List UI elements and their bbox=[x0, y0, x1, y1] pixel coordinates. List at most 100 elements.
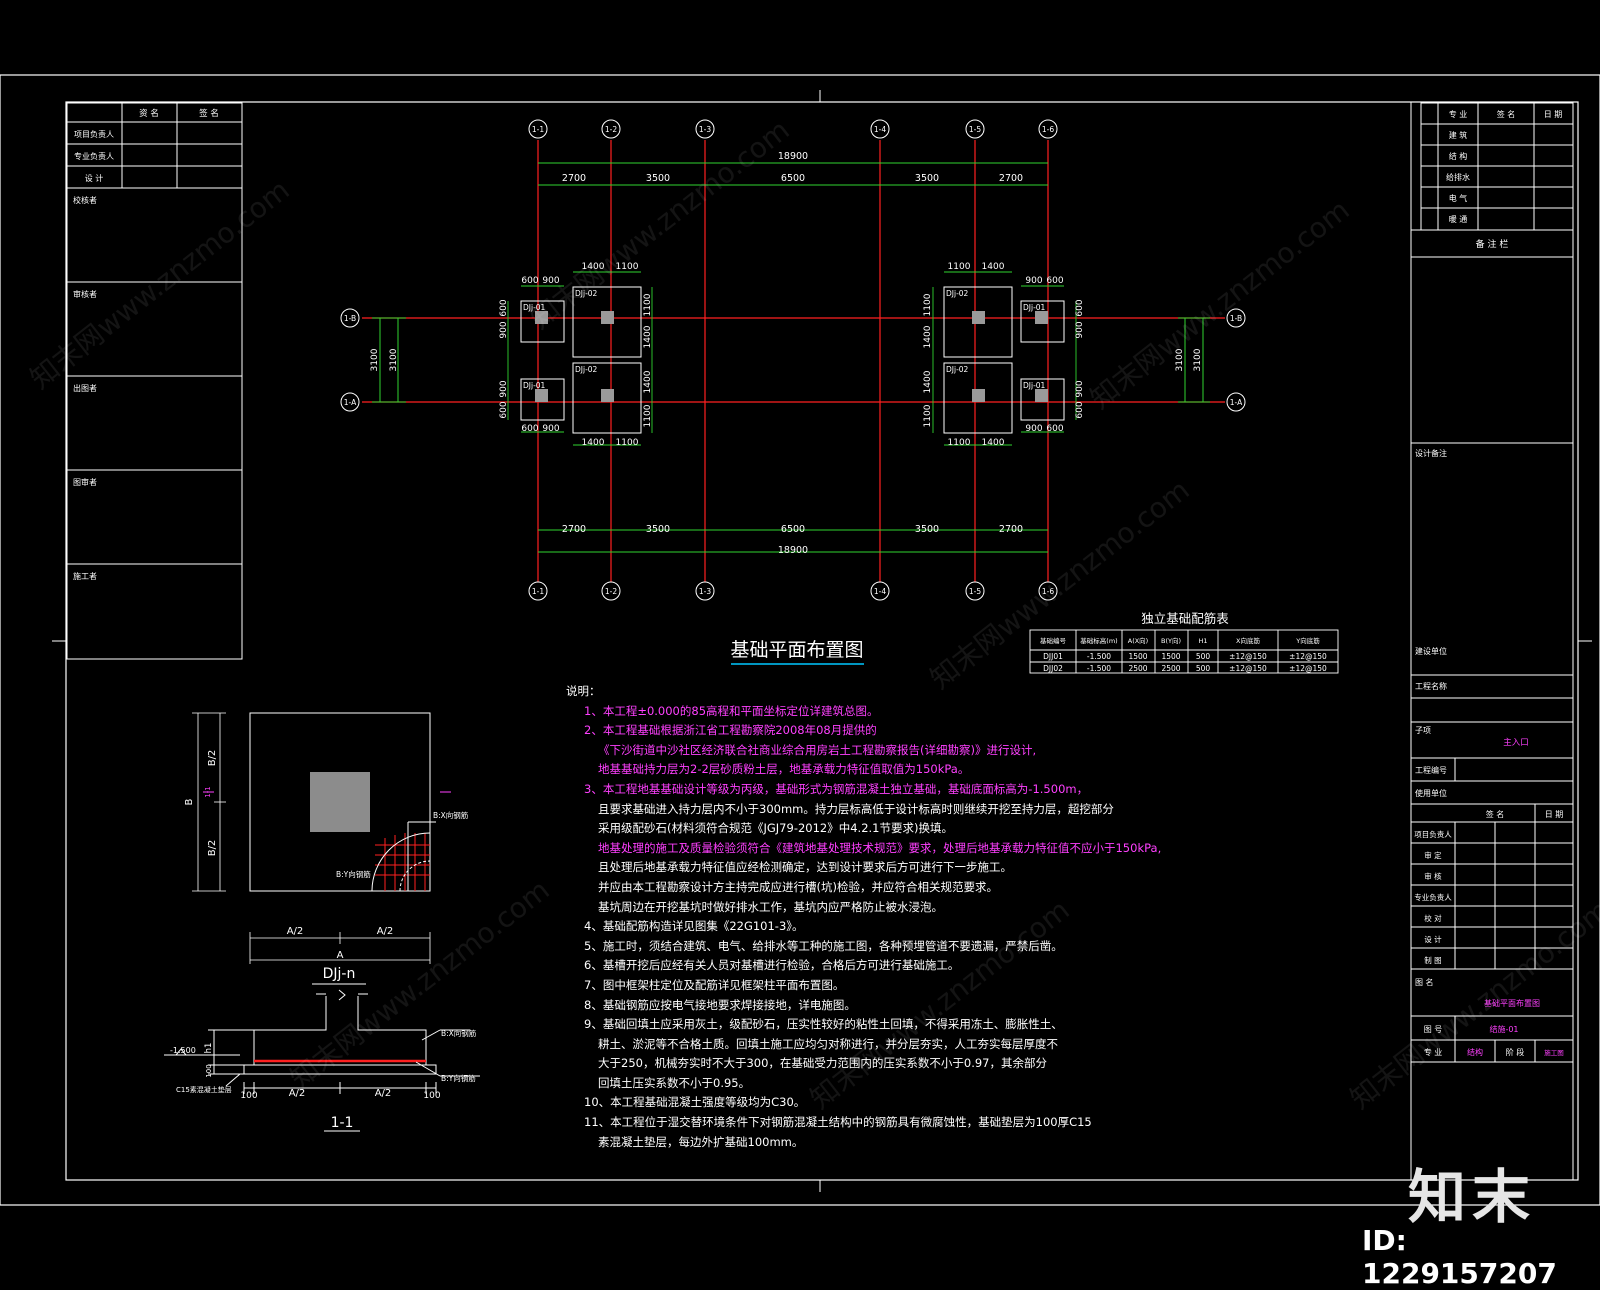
tb-design-notes: 设计备注 bbox=[1415, 448, 1447, 458]
pad-dim-t5: 600 bbox=[521, 276, 538, 286]
axis-bottom-3: 1-3 bbox=[699, 587, 711, 596]
section-offset-1: 100 bbox=[240, 1091, 257, 1101]
tb-discipline-label: 专 业 bbox=[1424, 1047, 1443, 1057]
pad-dim-v4: 1100 bbox=[643, 404, 653, 427]
section-y-bar: B:Y向钢筋 bbox=[441, 1073, 476, 1083]
axis-bottom-4: 1-4 bbox=[874, 587, 886, 596]
pad-dim-s8: 600 bbox=[1075, 401, 1085, 418]
tb-sign-3: 审 核 bbox=[1424, 871, 1442, 881]
sched-r2c5: 500 bbox=[1196, 664, 1211, 673]
section-label: 1-1 bbox=[331, 1115, 354, 1131]
pad-tag-1: DJj-01 bbox=[523, 303, 546, 312]
pad-dim-b8: 600 bbox=[1046, 424, 1063, 434]
section-x-bar: B:X向钢筋 bbox=[441, 1028, 477, 1038]
sched-r2c1: DJJ02 bbox=[1043, 664, 1063, 673]
sched-h1: 基础编号 bbox=[1040, 636, 1067, 645]
axis-bottom-6: 1-6 bbox=[1042, 587, 1054, 596]
axis-left-b: 1-B bbox=[344, 314, 356, 323]
note-line: 基坑周边在开挖基坑时做好排水工作，基坑内应严格防止被水浸泡。 bbox=[598, 899, 943, 914]
tb-head-3: 日 期 bbox=[1544, 110, 1563, 119]
schedule-table bbox=[1029, 629, 1339, 674]
sched-r1c3: 1500 bbox=[1128, 652, 1147, 661]
sched-h7: Y向底筋 bbox=[1295, 636, 1320, 645]
tb-drawing-no: 结施-01 bbox=[1489, 1024, 1518, 1034]
tb-use-unit: 使用单位 bbox=[1415, 788, 1447, 798]
axis-bottom-5: 1-5 bbox=[969, 587, 981, 596]
pad-dim-v3: 1400 bbox=[643, 370, 653, 393]
sched-r1c2: -1.500 bbox=[1087, 652, 1111, 661]
note-line: 11、本工程位于湿交替环境条件下对钢筋混凝土结构中的钢筋具有微腐蚀性，基础垫层为… bbox=[584, 1115, 1092, 1130]
svg-text:知末网www.znzmo.com: 知末网www.znzmo.com bbox=[24, 173, 296, 395]
pad-dim-s4: 600 bbox=[499, 401, 509, 418]
section-elev: -1.500 bbox=[170, 1046, 196, 1055]
axis-top-4: 1-4 bbox=[874, 125, 886, 134]
pad-dim-v5: 1100 bbox=[923, 293, 933, 316]
tb-project: 工程名称 bbox=[1415, 681, 1447, 691]
tb-discipline: 结构 bbox=[1467, 1047, 1483, 1057]
pad-tag-7: DJj-01 bbox=[1023, 303, 1046, 312]
pad-dim-b4: 1400 bbox=[982, 438, 1005, 448]
tb-sign-2: 审 定 bbox=[1424, 850, 1442, 860]
detail-x-bar: B:X向钢筋 bbox=[433, 810, 469, 820]
pad-dim-t7: 900 bbox=[1025, 276, 1042, 286]
tb-row-4: 电 气 bbox=[1449, 193, 1468, 203]
axis-bubbles-top: 1-1 1-2 1-3 1-4 1-5 1-6 bbox=[528, 119, 1058, 139]
pad-dim-v8: 1100 bbox=[923, 404, 933, 427]
dim-total-top: 18900 bbox=[778, 151, 808, 162]
note-line: 采用级配砂石(材料须符合规范《JGJ79-2012》中4.2.1节要求)换填。 bbox=[598, 821, 953, 836]
axis-bottom-2: 1-2 bbox=[605, 587, 617, 596]
sched-r2c4: 2500 bbox=[1161, 664, 1180, 673]
pad-dim-s7: 900 bbox=[1075, 380, 1085, 397]
axis-left-a: 1-A bbox=[344, 398, 357, 407]
tb-stage-label: 阶 段 bbox=[1506, 1047, 1525, 1057]
axis-top-1: 1-1 bbox=[532, 125, 544, 134]
sign-section-1: 校核者 bbox=[73, 195, 97, 205]
sched-r2c6: ±12@150 bbox=[1229, 664, 1267, 673]
svg-text:知末网www.znzmo.com: 知末网www.znzmo.com bbox=[1084, 193, 1356, 415]
detail-b-half-2: B/2 bbox=[207, 840, 218, 857]
grid-lines bbox=[362, 140, 1225, 582]
dim-vspan-l1: 3100 bbox=[370, 348, 380, 371]
dim-vspan-r2: 3100 bbox=[1193, 348, 1203, 371]
foundation-detail-plan: B:X向钢筋 B:Y向钢筋 B/2 B/2 B A/2 A/2 A 1-1 bbox=[184, 712, 469, 964]
tb-sign-5: 校 对 bbox=[1424, 913, 1442, 923]
section-bedding: C15素混凝土垫层 bbox=[176, 1085, 232, 1094]
tb-project-no: 工程编号 bbox=[1415, 765, 1447, 775]
dim-lines bbox=[372, 162, 1210, 553]
section-offset-v: 100 bbox=[205, 1064, 213, 1077]
tb-drawing-name-label: 图 名 bbox=[1415, 977, 1434, 987]
sched-r1c7: ±12@150 bbox=[1289, 652, 1327, 661]
tb-sign-head-1: 签 名 bbox=[1486, 809, 1505, 819]
axis-right-b: 1-B bbox=[1230, 314, 1242, 323]
sched-r1c1: DJJ01 bbox=[1043, 652, 1063, 661]
signature-table bbox=[66, 102, 243, 660]
tb-sign-1: 项目负责人 bbox=[1414, 829, 1452, 839]
note-line: 大于250，机械夯实时不大于300，在基础受力范围内的压实系数不小于0.97，其… bbox=[598, 1056, 1048, 1071]
tb-row-5: 暖 通 bbox=[1449, 214, 1468, 224]
columns bbox=[535, 311, 1048, 402]
schedule-title: 独立基础配筋表 bbox=[1141, 611, 1229, 626]
sign-row-3: 设 计 bbox=[85, 173, 104, 183]
pad-tag-2: DJj-01 bbox=[523, 381, 546, 390]
note-line: 地基基础持力层为2-2层砂质粉土层，地基承载力特征值取值为150kPa。 bbox=[598, 762, 970, 777]
pad-dim-v1: 1100 bbox=[643, 293, 653, 316]
dim-span-3: 6500 bbox=[781, 173, 805, 184]
sign-section-5: 施工者 bbox=[73, 571, 97, 581]
pad-dim-b5: 600 bbox=[521, 424, 538, 434]
sched-r2c7: ±12@150 bbox=[1289, 664, 1327, 673]
dim-vspan-l2: 3100 bbox=[389, 348, 399, 371]
axis-bubbles-bottom: 1-1 1-2 1-3 1-4 1-5 1-6 bbox=[528, 581, 1058, 601]
dim-span-b5: 2700 bbox=[999, 524, 1023, 535]
tb-stage: 施工图 bbox=[1544, 1048, 1564, 1057]
watermark-id: ID: 1229157207 bbox=[1362, 1224, 1557, 1290]
pad-dim-t3: 1100 bbox=[948, 262, 971, 272]
dim-span-1: 2700 bbox=[562, 173, 586, 184]
sign-row-2: 专业负责人 bbox=[74, 151, 114, 161]
note-line: 且处理后地基承载力特征值应经检测确定，达到设计要求后方可进行下一步施工。 bbox=[598, 860, 1012, 875]
sched-r1c5: 500 bbox=[1196, 652, 1211, 661]
dim-span-b1: 2700 bbox=[562, 524, 586, 535]
tb-drawing-name: 基础平面布置图 bbox=[1484, 998, 1540, 1008]
note-line: 耕土、淤泥等不合格土质。回填土施工应均匀对称进行，并分层夯实，人工夯实每层厚度不 bbox=[598, 1036, 1058, 1051]
pad-dim-b7: 900 bbox=[1025, 424, 1042, 434]
sign-head-sign: 签 名 bbox=[199, 108, 219, 119]
